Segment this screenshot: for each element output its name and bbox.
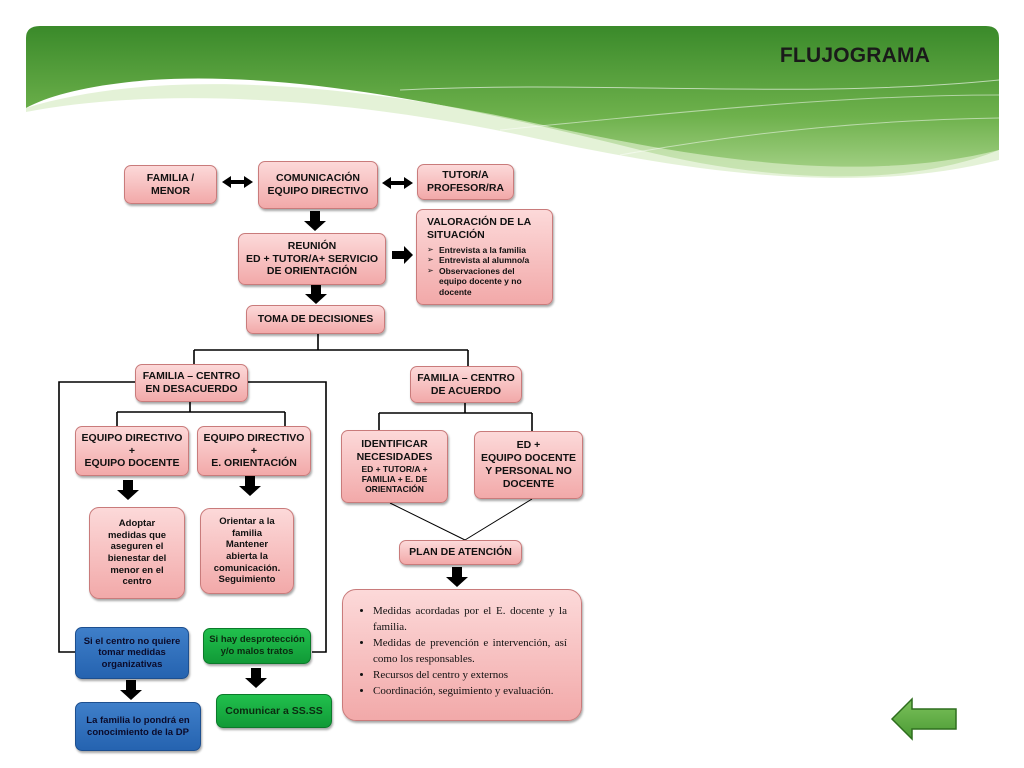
ed-personal-line: ED + xyxy=(516,439,541,452)
si-no-quiere-box: Si el centro no quiere tomar medidas org… xyxy=(75,627,189,679)
reunion-line-3: DE ORIENTACIÓN xyxy=(266,265,358,278)
familia-menor-box: FAMILIA / MENOR xyxy=(124,165,217,204)
valoracion-item: Entrevista al alumno/a xyxy=(427,255,542,266)
back-arrow-icon[interactable] xyxy=(890,697,958,741)
si-no-quiere-line: tomar medidas xyxy=(98,647,166,659)
familia-dp-box: La familia lo pondrá en conocimiento de … xyxy=(75,702,201,751)
plan-item: Medidas acordadas por el E. docente y la… xyxy=(373,604,567,636)
adoptar-line: centro xyxy=(122,576,152,588)
ed-orientacion-line-2: + xyxy=(250,444,258,457)
identificar-line: FAMILIA + E. DE xyxy=(361,474,428,485)
adoptar-line: Adoptar xyxy=(118,518,156,530)
reunion-line-2: ED + TUTOR/A+ SERVICIO xyxy=(245,252,379,265)
ed-orientacion-line-3: E. ORIENTACIÓN xyxy=(211,457,297,470)
familia-menor-label: FAMILIA / MENOR xyxy=(146,171,195,197)
plan-atencion-label: PLAN DE ATENCIÓN xyxy=(409,546,512,559)
orientar-line: familia xyxy=(231,527,263,539)
si-desproteccion-line: Si hay desprotección xyxy=(209,634,305,646)
comunicacion-label: COMUNICACIÓN EQUIPO DIRECTIVO xyxy=(267,172,369,197)
adoptar-line: menor en el xyxy=(110,564,164,576)
orientar-line: abierta la xyxy=(226,551,268,562)
down-arrow-icon xyxy=(446,567,468,587)
tutor-label: TUTOR/A PROFESOR/RA xyxy=(426,169,504,194)
ed-personal-box: ED + EQUIPO DOCENTE Y PERSONAL NO DOCENT… xyxy=(474,431,583,499)
plan-item: Medidas de prevención e intervención, as… xyxy=(373,636,567,668)
comunicar-label: Comunicar a SS.SS xyxy=(225,704,323,717)
valoracion-title: VALORACIÓN DE LA SITUACIÓN xyxy=(427,216,531,241)
familia-dp-line: La familia lo pondrá en xyxy=(86,714,190,726)
identificar-line: ORIENTACIÓN xyxy=(365,484,424,495)
si-no-quiere-line: organizativas xyxy=(101,658,163,670)
desacuerdo-line-2: EN DESACUERDO xyxy=(145,383,238,395)
identificar-line: IDENTIFICAR xyxy=(361,438,428,451)
orientar-line: Mantener xyxy=(225,539,269,551)
valoracion-box: VALORACIÓN DE LA SITUACIÓN Entrevista a … xyxy=(416,209,553,305)
ed-personal-line: DOCENTE xyxy=(502,477,555,490)
identificar-box: IDENTIFICAR NECESIDADES ED + TUTOR/A + F… xyxy=(341,430,448,503)
identificar-line: NECESIDADES xyxy=(356,450,433,463)
plan-items-box: Medidas acordadas por el E. docente y la… xyxy=(342,589,582,721)
plan-items-list: Medidas acordadas por el E. docente y la… xyxy=(357,604,567,700)
tutor-box: TUTOR/A PROFESOR/RA xyxy=(417,164,514,200)
acuerdo-box: FAMILIA – CENTRO DE ACUERDO xyxy=(410,366,522,403)
acuerdo-line-2: DE ACUERDO xyxy=(430,384,502,397)
double-arrow-icon xyxy=(222,176,253,188)
orientar-line: Seguimiento xyxy=(218,574,276,586)
si-desproteccion-line: y/o malos tratos xyxy=(220,646,294,657)
plan-atencion-box: PLAN DE ATENCIÓN xyxy=(399,540,522,565)
adoptar-line: bienestar del xyxy=(107,553,167,564)
reunion-box: REUNIÓN ED + TUTOR/A+ SERVICIO DE ORIENT… xyxy=(238,233,386,285)
down-arrow-icon xyxy=(117,480,139,500)
reunion-line-1: REUNIÓN xyxy=(287,239,337,252)
adoptar-line: aseguren el xyxy=(110,541,164,553)
double-arrow-icon xyxy=(382,177,413,189)
identificar-line: ED + TUTOR/A + xyxy=(361,463,428,474)
down-arrow-icon xyxy=(120,680,142,700)
toma-decisiones-label: TOMA DE DECISIONES xyxy=(257,313,374,326)
desacuerdo-line-1: FAMILIA – CENTRO xyxy=(142,370,241,383)
ed-docente-line-3: EQUIPO DOCENTE xyxy=(84,457,180,470)
si-no-quiere-line: Si el centro no quiere xyxy=(83,635,181,647)
ed-docente-line-2: + xyxy=(128,444,136,457)
down-arrow-icon xyxy=(304,211,326,231)
adoptar-box: Adoptar medidas que aseguren el bienesta… xyxy=(89,507,185,599)
valoracion-list: Entrevista a la familia Entrevista al al… xyxy=(427,245,542,298)
plan-item: Coordinación, seguimiento y evaluación. xyxy=(373,684,567,700)
ed-docente-box: EQUIPO DIRECTIVO + EQUIPO DOCENTE xyxy=(75,426,189,476)
acuerdo-line-1: FAMILIA – CENTRO xyxy=(417,371,515,384)
plan-item: Recursos del centro y externos xyxy=(373,668,567,684)
desacuerdo-box: FAMILIA – CENTRO EN DESACUERDO xyxy=(135,364,248,402)
orientar-line: comunicación. xyxy=(213,562,281,574)
ed-personal-line: EQUIPO DOCENTE xyxy=(480,452,577,465)
down-arrow-icon xyxy=(245,668,267,688)
comunicar-box: Comunicar a SS.SS xyxy=(216,694,332,728)
right-arrow-icon xyxy=(392,246,413,264)
slide-title: FLUJOGRAMA xyxy=(779,44,931,67)
orientar-box: Orientar a la familia Mantener abierta l… xyxy=(200,508,294,594)
comunicacion-box: COMUNICACIÓN EQUIPO DIRECTIVO xyxy=(258,161,378,209)
orientar-line: Orientar a la xyxy=(219,516,275,528)
adoptar-line: medidas que xyxy=(107,529,167,541)
ed-docente-line-1: EQUIPO DIRECTIVO xyxy=(81,431,183,444)
header-banner xyxy=(26,26,1000,179)
ed-orientacion-line-1: EQUIPO DIRECTIVO xyxy=(203,431,305,444)
valoracion-item: Observaciones del equipo docente y no do… xyxy=(427,266,542,298)
valoracion-item: Entrevista a la familia xyxy=(427,245,542,256)
si-desproteccion-box: Si hay desprotección y/o malos tratos xyxy=(203,628,311,664)
toma-decisiones-box: TOMA DE DECISIONES xyxy=(246,305,385,334)
down-arrow-icon xyxy=(305,285,327,304)
down-arrow-icon xyxy=(239,476,261,496)
familia-dp-line: conocimiento de la DP xyxy=(87,726,189,738)
ed-orientacion-box: EQUIPO DIRECTIVO + E. ORIENTACIÓN xyxy=(197,426,311,476)
ed-personal-line: Y PERSONAL NO xyxy=(485,465,572,477)
